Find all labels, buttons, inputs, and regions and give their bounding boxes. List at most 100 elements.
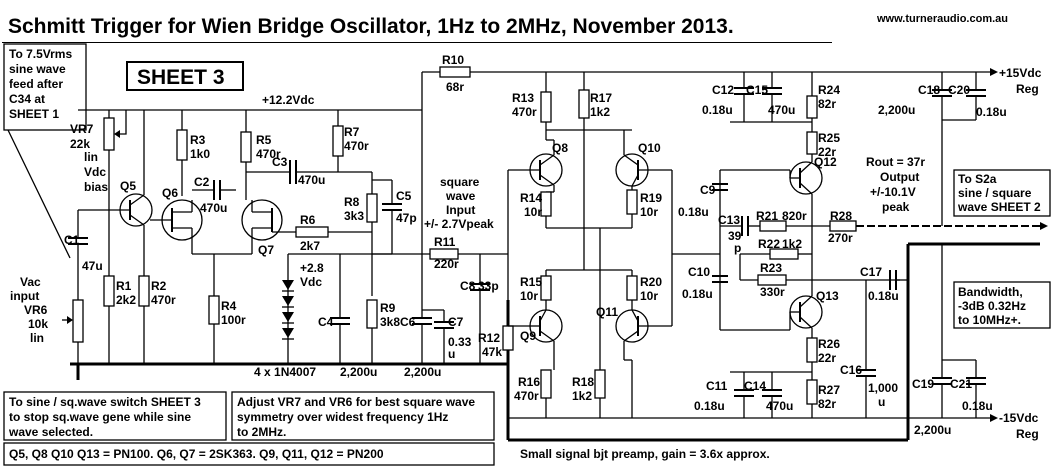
r17-value: 1k2 (590, 105, 610, 119)
switch-note-line: wave selected. (8, 425, 93, 439)
r3-resistor (176, 129, 188, 161)
r10-label: R10 (442, 53, 464, 67)
r5-label: R5 (256, 133, 272, 147)
vdc-bias-label: Vdc (84, 165, 106, 179)
c17-value: 0.18u (868, 289, 899, 303)
transistor-note-box (3, 442, 495, 466)
r23-resistor (757, 274, 787, 286)
c14-label: C14 (744, 379, 766, 393)
r17-label: R17 (590, 91, 612, 105)
c2-label: C2 (194, 175, 210, 189)
c10-value: 0.18u (682, 287, 713, 301)
r1-label: R1 (116, 279, 132, 293)
r14-value: 10r (524, 205, 542, 219)
r21-value: 820r (782, 209, 807, 223)
q8-label: Q8 (552, 141, 568, 155)
r27-resistor (806, 379, 818, 405)
q5-label: Q5 (120, 179, 136, 193)
c5-value: 47p (396, 211, 417, 225)
vac-label: Vac (20, 275, 41, 289)
feed-note-line: feed after (9, 77, 63, 91)
feed-note-line: To 7.5Vrms (9, 47, 72, 61)
c1-label: C1 (64, 233, 80, 247)
r25-value: 22r (818, 145, 836, 159)
q12-label: Q12 (814, 155, 837, 169)
r8-label: R8 (344, 195, 360, 209)
c8-value: 33p (478, 279, 499, 293)
diode-icon (282, 280, 294, 290)
c7-unit: u (448, 347, 455, 361)
v28-label: +2.8 (300, 261, 324, 275)
c16-label: C16 (840, 363, 862, 377)
arrow-neg-icon (990, 414, 998, 422)
c21-label: C21 (950, 377, 972, 391)
r10-value: 68r (446, 80, 464, 94)
vr6-pot (72, 299, 84, 343)
r16-value: 470r (514, 389, 539, 403)
r20-value: 10r (640, 289, 658, 303)
c11-value: 0.18u (694, 399, 725, 413)
c9-value: 0.18u (678, 205, 709, 219)
c9-label: C9 (700, 183, 716, 197)
r2-resistor (138, 275, 150, 307)
c21-value: 0.18u (962, 399, 993, 413)
r13-label: R13 (512, 91, 534, 105)
r26-resistor (806, 337, 818, 363)
c6-value: 2,200u (404, 365, 441, 379)
feed-arrow (7, 129, 71, 259)
c4-value: 2,200u (340, 365, 377, 379)
feed-note-box (3, 43, 87, 131)
r17-resistor (578, 89, 590, 119)
c17-label: C17 (860, 265, 882, 279)
c11-label: C11 (706, 379, 728, 393)
r16-resistor (540, 369, 552, 399)
diode-icon (282, 312, 294, 322)
r1-resistor (103, 275, 115, 307)
r15-label: R15 (520, 275, 542, 289)
adjust-note-box (231, 391, 495, 441)
c18-value: 2,200u (878, 103, 915, 117)
vr7-value: 22k (70, 137, 90, 151)
r4-value: 100r (221, 313, 246, 327)
q11-label: Q11 (596, 305, 618, 319)
r21-label: R21 (756, 209, 778, 223)
q9-label: Q9 (520, 329, 536, 343)
c13-value: 39 (728, 229, 742, 243)
r12-value: 47k (482, 345, 502, 359)
c7-label: C7 (448, 315, 464, 329)
s2a-label: wave SHEET 2 (957, 200, 1041, 214)
r8-resistor (366, 193, 378, 223)
c13-label: C13 (718, 213, 740, 227)
c8-label: C8 (460, 279, 476, 293)
r7-label: R7 (344, 125, 360, 139)
switch-note-line: to stop sq.wave gene while sine (9, 410, 191, 424)
s2a-label: To S2a (958, 172, 997, 186)
r12-label: R12 (478, 331, 500, 345)
c15-label: C15 (746, 83, 768, 97)
r11-value: 220r (434, 257, 459, 271)
c18-label: C18 (918, 83, 940, 97)
vr7-pot (103, 117, 115, 151)
r10-resistor (439, 66, 471, 78)
vr6-type: lin (30, 331, 44, 345)
rout-label: peak (882, 200, 910, 214)
r6-value: 2k7 (300, 239, 320, 253)
diodes-label: 4 x 1N4007 (254, 365, 316, 379)
feed-note-line: C34 at (9, 92, 45, 106)
c20-value: 0.18u (976, 105, 1007, 119)
diode-icon (282, 328, 294, 338)
r19-value: 10r (640, 205, 658, 219)
c4-label: C4 (318, 315, 334, 329)
r20-label: R20 (640, 275, 662, 289)
r14-label: R14 (520, 191, 542, 205)
sqwave-label: +/- 2.7Vpeak (424, 217, 494, 231)
r9-value: 3k8 (380, 315, 400, 329)
sqwave-label: Input (446, 203, 475, 217)
r24-resistor (806, 95, 818, 119)
c13-unit: p (734, 241, 741, 255)
r24-label: R24 (818, 83, 840, 97)
arrow-pos-icon (990, 68, 998, 76)
r16-label: R16 (518, 375, 540, 389)
vac-label: input (10, 289, 39, 303)
